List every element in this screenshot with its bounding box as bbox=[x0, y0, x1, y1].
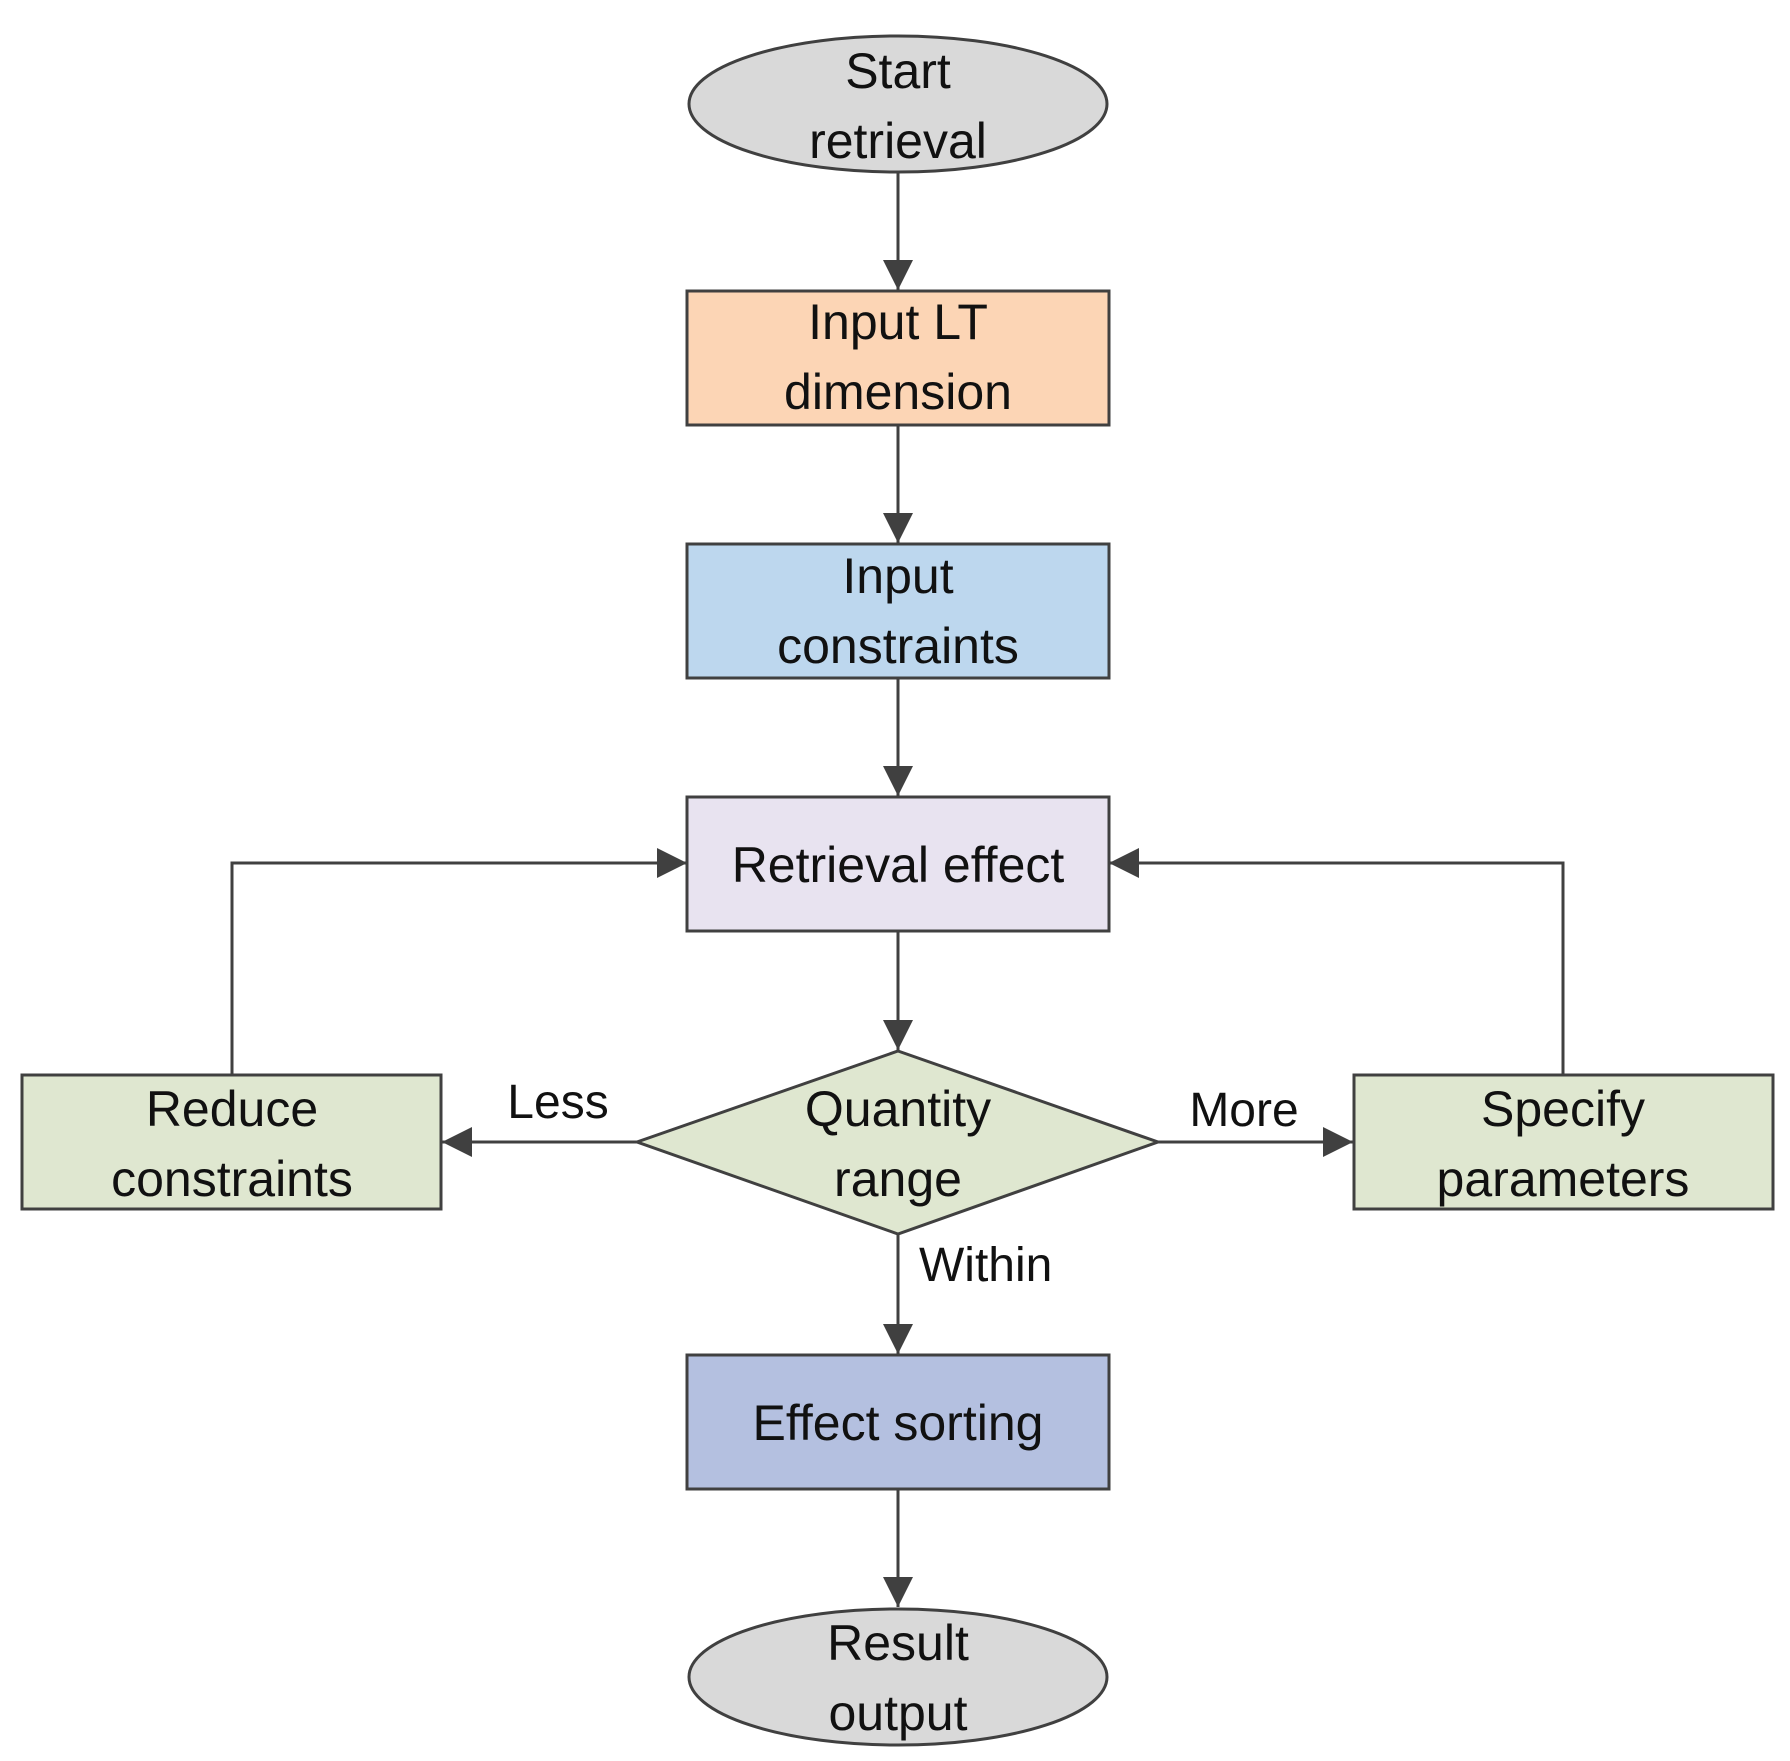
edge-reduce-constraints-to-retrieval-effect bbox=[230, 848, 687, 1075]
reduce-constraints-box bbox=[20, 1073, 443, 1211]
result-output-label-line-2: output bbox=[828, 1685, 967, 1741]
input-lt-label-line-2: dimension bbox=[784, 364, 1012, 420]
input-constraints-label-line-2: constraints bbox=[777, 618, 1019, 674]
input-lt-dimension-node: Input LT dimension bbox=[685, 289, 1111, 427]
start-label-line-1: Start bbox=[845, 43, 951, 99]
input-lt-box bbox=[685, 289, 1111, 427]
quantity-range-node: Quantity range bbox=[632, 1049, 1163, 1236]
edge-label-more: More bbox=[1189, 1084, 1298, 1137]
retrieval-effect-label: Retrieval effect bbox=[732, 837, 1065, 893]
quantity-range-diamond bbox=[632, 1049, 1163, 1236]
input-lt-label-line-1: Input LT bbox=[808, 294, 988, 350]
quantity-range-label-line-1: Quantity bbox=[805, 1081, 991, 1137]
edge-label-within: Within bbox=[919, 1239, 1052, 1292]
specify-parameters-label-line-1: Specify bbox=[1481, 1081, 1645, 1137]
specify-parameters-label-line-2: parameters bbox=[1437, 1151, 1690, 1207]
effect-sorting-node: Effect sorting bbox=[685, 1353, 1111, 1491]
edge-label-less: Less bbox=[507, 1076, 608, 1129]
input-constraints-label-line-1: Input bbox=[842, 548, 953, 604]
retrieval-effect-box bbox=[685, 795, 1111, 933]
specify-parameters-box bbox=[1352, 1073, 1775, 1211]
quantity-range-label-line-2: range bbox=[834, 1151, 962, 1207]
result-output-label-line-1: Result bbox=[827, 1615, 969, 1671]
start-retrieval-node: Start retrieval bbox=[687, 34, 1109, 174]
specify-parameters-node: Specify parameters bbox=[1352, 1073, 1775, 1211]
reduce-constraints-label-line-2: constraints bbox=[111, 1151, 353, 1207]
reduce-constraints-node: Reduce constraints bbox=[20, 1073, 443, 1211]
start-ellipse bbox=[687, 34, 1109, 174]
edge-labels: Less More Within bbox=[507, 1076, 1298, 1292]
edges bbox=[230, 172, 1565, 1607]
reduce-constraints-label-line-1: Reduce bbox=[146, 1081, 318, 1137]
nodes: Start retrieval Input LT dimension Input… bbox=[20, 34, 1775, 1747]
retrieval-effect-node: Retrieval effect bbox=[685, 795, 1111, 933]
edge-specify-parameters-to-retrieval-effect bbox=[1109, 848, 1565, 1075]
effect-sorting-label: Effect sorting bbox=[753, 1395, 1044, 1451]
result-output-ellipse bbox=[687, 1607, 1109, 1747]
effect-sorting-box bbox=[685, 1353, 1111, 1491]
input-constraints-node: Input constraints bbox=[685, 542, 1111, 680]
input-constraints-box bbox=[685, 542, 1111, 680]
start-label-line-2: retrieval bbox=[809, 113, 987, 169]
result-output-node: Result output bbox=[687, 1607, 1109, 1747]
